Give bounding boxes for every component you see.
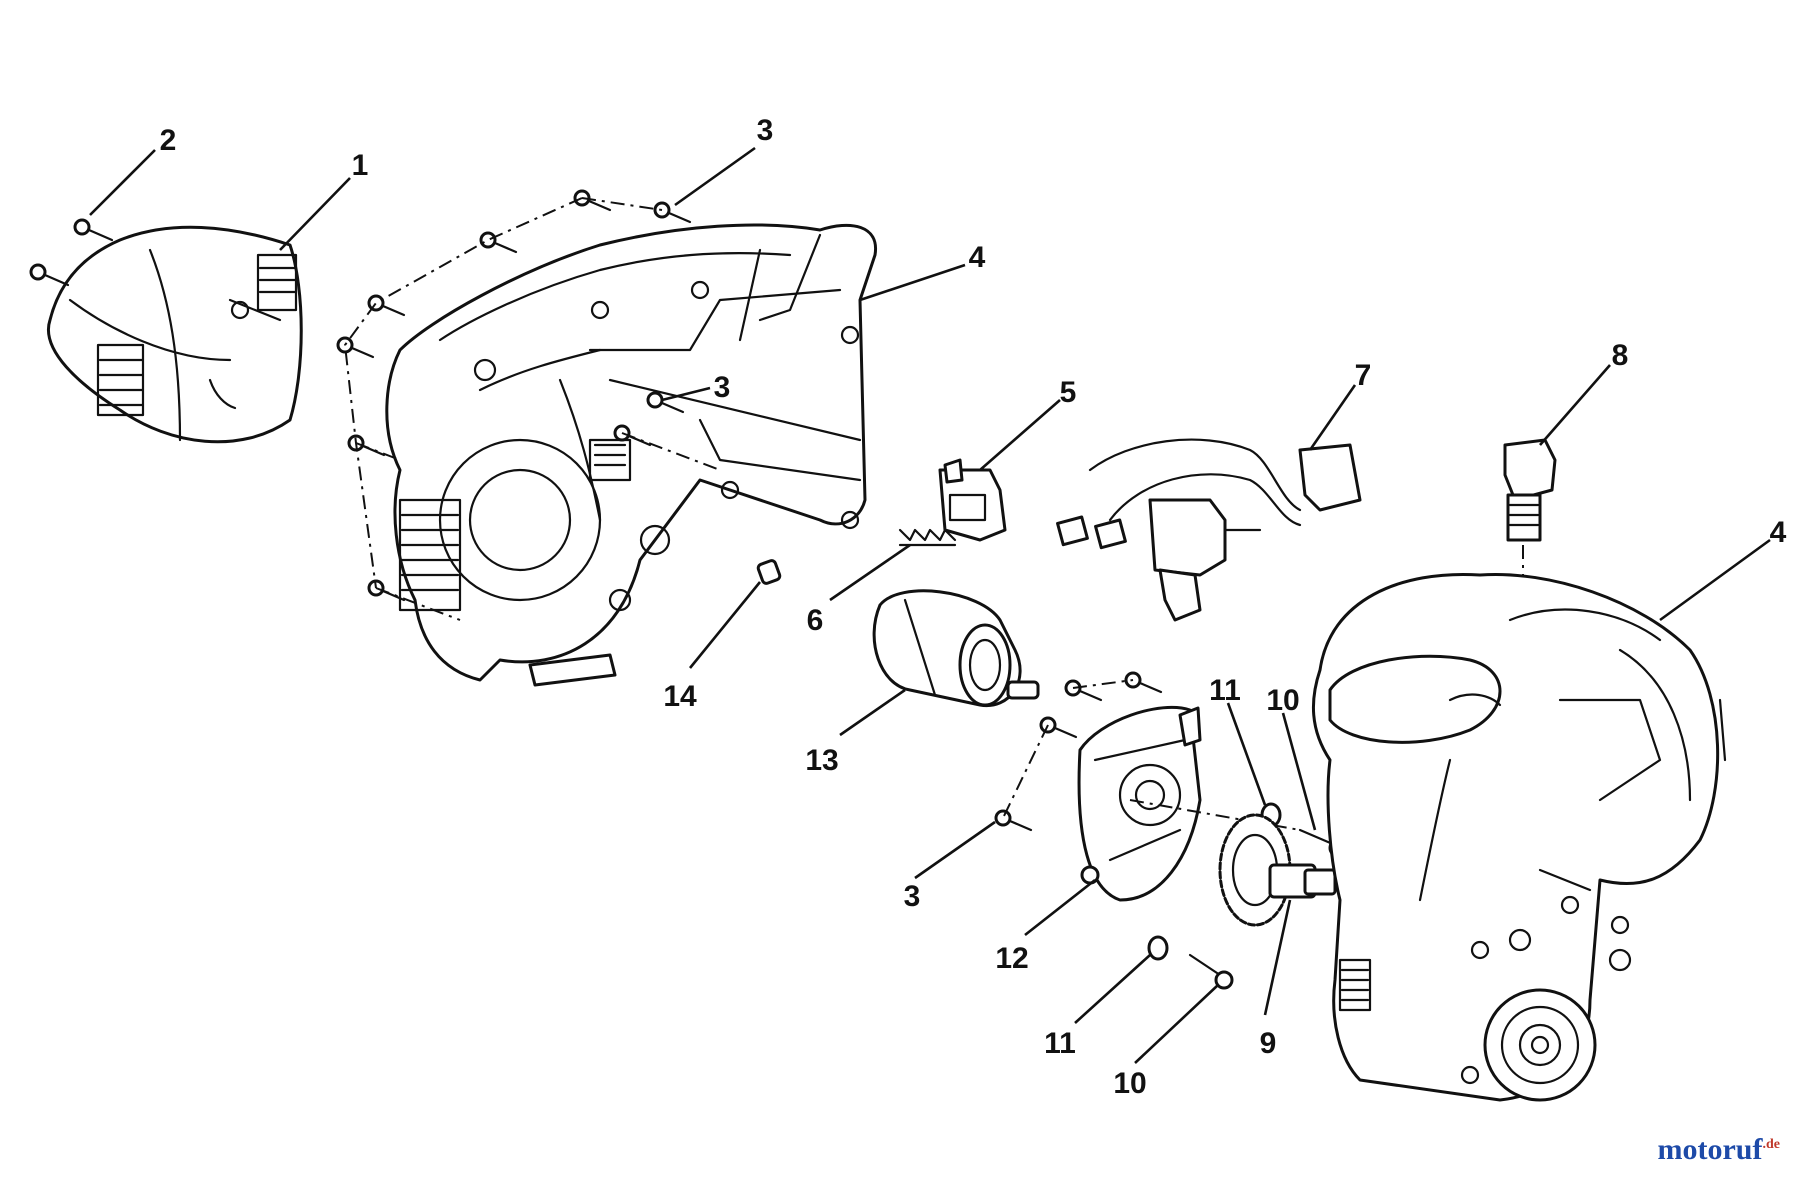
part-11-washers <box>1147 802 1282 961</box>
callout-13: 13 <box>805 744 838 777</box>
watermark-logo: motoruf.de <box>1658 1133 1780 1167</box>
part-1-front-cover <box>47 225 303 444</box>
callout-12: 12 <box>995 942 1028 975</box>
leader-lines <box>89 146 1771 1064</box>
watermark-ext: .de <box>1762 1137 1781 1152</box>
part-3-screws-lower <box>994 671 1163 832</box>
part-7-switch-assembly <box>1056 438 1362 622</box>
callout-4-right: 4 <box>1770 516 1787 549</box>
screw-alignment-lines <box>343 197 721 621</box>
part-9-gear <box>1218 813 1337 927</box>
callout-3-mid: 3 <box>714 371 731 404</box>
callout-8: 8 <box>1612 339 1629 372</box>
callout-11-lower: 11 <box>1044 1027 1076 1060</box>
callout-10-lower: 10 <box>1113 1067 1146 1100</box>
callout-2: 2 <box>160 124 177 157</box>
callout-1: 1 <box>352 149 369 182</box>
part-5-switch-button <box>938 458 1007 542</box>
callout-7: 7 <box>1355 359 1372 392</box>
part-13-motor <box>872 589 1040 708</box>
part-14-pin <box>756 559 782 585</box>
callout-labels: 2 1 3 4 3 5 7 8 4 6 14 13 11 10 3 12 11 … <box>160 114 1787 1100</box>
callout-3-lower: 3 <box>904 880 921 913</box>
callout-3-top: 3 <box>757 114 774 147</box>
watermark-main: motoruf <box>1657 1133 1763 1166</box>
callout-14: 14 <box>663 680 697 713</box>
callout-11-upper: 11 <box>1209 674 1241 707</box>
callout-9: 9 <box>1260 1027 1277 1060</box>
part-6-spring <box>898 528 957 547</box>
part-4-right-housing <box>1311 572 1727 1102</box>
part-4-left-housing <box>385 223 877 687</box>
callout-4-left: 4 <box>969 241 986 274</box>
part-2-screws <box>29 218 114 287</box>
callout-5: 5 <box>1060 376 1077 409</box>
callout-6: 6 <box>807 604 824 637</box>
callout-10-upper: 10 <box>1266 684 1299 717</box>
part-12-gear-housing <box>1077 705 1202 902</box>
